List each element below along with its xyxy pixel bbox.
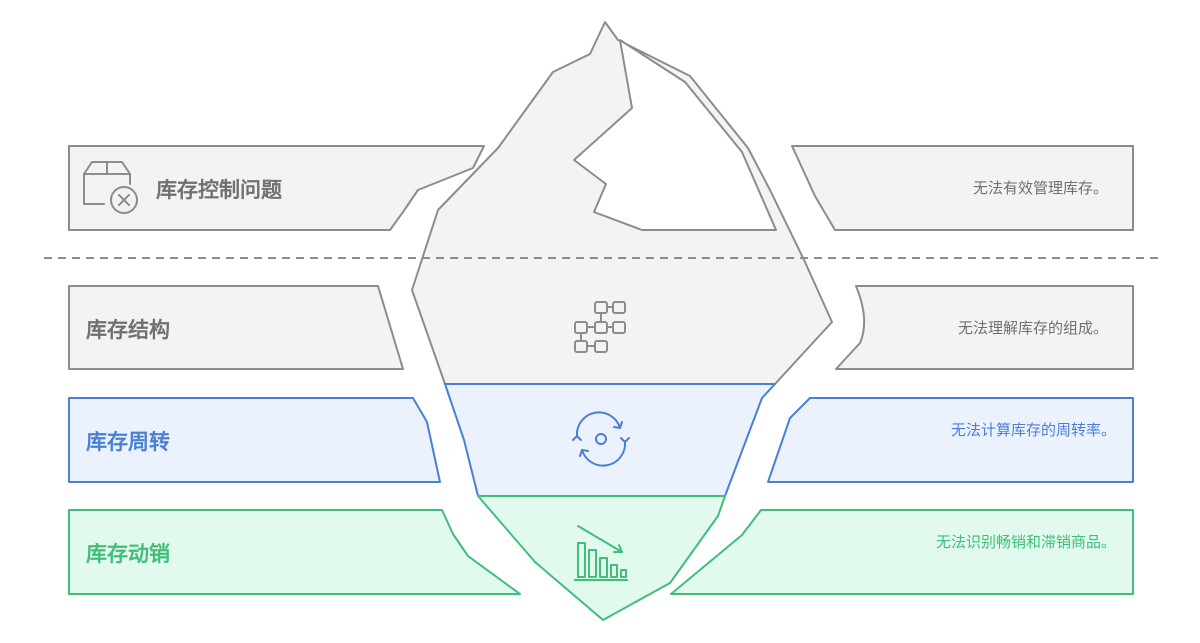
right-panel-2	[835, 285, 1134, 370]
layer-label-inventory-turnover: 库存周转	[86, 430, 170, 454]
left-panel-1	[68, 145, 485, 231]
layer-description-3: 无法计算库存的周转率。	[951, 421, 1117, 439]
left-panel-3	[68, 397, 441, 483]
left-panel-4	[68, 509, 521, 595]
layer-description-1: 无法有效管理库存。	[972, 179, 1108, 197]
right-panel-4	[670, 509, 1134, 595]
left-panel-2	[68, 285, 404, 370]
layer-label-inventory-structure: 库存结构	[86, 318, 170, 342]
right-panel-1	[791, 145, 1134, 231]
structure-icon	[574, 301, 626, 353]
right-panel-3	[767, 397, 1134, 483]
layer-label-inventory-sell-through: 库存动销	[86, 542, 170, 566]
iceberg-middle	[444, 383, 776, 497]
declining-bars-icon	[574, 525, 628, 581]
layer-description-2: 无法理解库存的组成。	[957, 319, 1108, 337]
box-x-icon	[83, 161, 138, 214]
cycle-icon	[572, 411, 630, 467]
iceberg-snowcap	[573, 39, 777, 231]
layer-description-4: 无法识别畅销和滞销商品。	[935, 533, 1116, 551]
layer-label-inventory-control: 库存控制问题	[156, 178, 282, 202]
